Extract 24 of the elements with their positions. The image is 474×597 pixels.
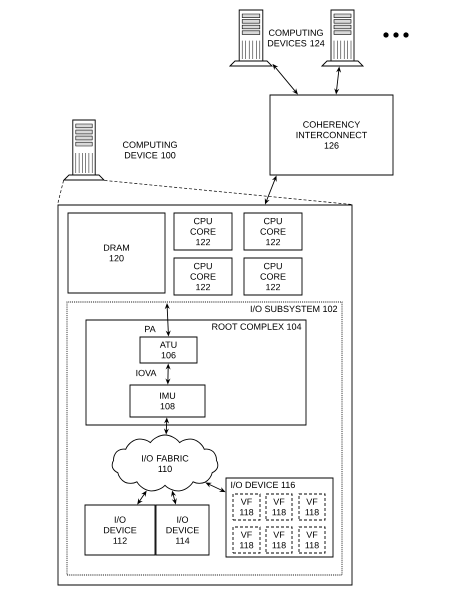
component-box: DRAM 120 [68,212,166,294]
vf-box: VF 118 [266,526,292,554]
component-box: I/O DEVICE 114 [156,504,210,556]
component-box: CPU CORE 122 [174,258,232,296]
zoom-line [57,180,64,205]
zoom-line [104,180,353,205]
component-box: COHERENCY INTERCONNECT 126 [270,94,394,176]
vf-box: VF 118 [298,494,326,520]
vf-box: VF 118 [298,526,326,554]
vf-box: VF 118 [266,494,292,520]
fabric-cloud: I/O FABRIC 110 [112,434,218,492]
component-box: CPU CORE 122 [174,212,232,250]
component-box: CPU CORE 122 [244,258,302,296]
edge-label: IOVA [134,368,158,378]
devices-label: COMPUTING DEVICES 124 [268,30,324,46]
component-box: ATU 106 [140,336,198,364]
device-outline [58,204,352,586]
vf-box: VF 118 [232,494,260,520]
component-box: I/O DEVICE 112 [84,504,156,556]
vf-box: VF 118 [232,526,260,554]
device-label: COMPUTING DEVICE 100 [122,142,177,158]
component-box: IMU 108 [130,384,206,418]
component-box: CPU CORE 122 [244,212,302,250]
edge-label: PA [143,324,157,334]
